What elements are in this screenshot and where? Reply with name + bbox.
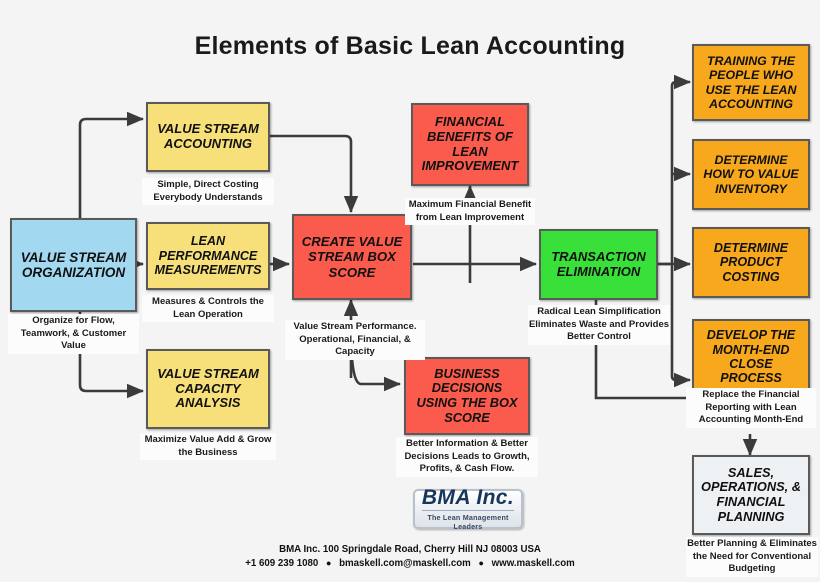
footer-email[interactable]: bmaskell.com@maskell.com xyxy=(339,558,471,570)
footer-contact: +1 609 239 1080 ● bmaskell.com@maskell.c… xyxy=(0,557,820,571)
caption-value-stream-organization: Organize for Flow, Teamwork, & Customer … xyxy=(8,314,139,354)
node-financial-benefits-of-lean-improvement[interactable]: FINANCIAL BENEFITS OF LEAN IMPROVEMENT xyxy=(411,103,529,186)
node-training-the-people[interactable]: TRAINING THE PEOPLE WHO USE THE LEAN ACC… xyxy=(692,44,810,121)
node-determine-how-to-value-inventory[interactable]: DETERMINE HOW TO VALUE INVENTORY xyxy=(692,139,810,210)
node-value-stream-capacity-analysis[interactable]: VALUE STREAM CAPACITY ANALYSIS xyxy=(146,349,270,429)
page-title: Elements of Basic Lean Accounting xyxy=(194,32,626,60)
node-sales-operations-financial-planning[interactable]: SALES, OPERATIONS, & FINANCIAL PLANNING xyxy=(692,455,810,535)
caption-value-stream-capacity-analysis: Maximize Value Add & Grow the Business xyxy=(140,433,276,461)
caption-develop-month-end-close-process: Replace the Financial Reporting with Lea… xyxy=(686,388,816,428)
footer-phone: +1 609 239 1080 xyxy=(245,558,319,570)
node-create-value-stream-box-score[interactable]: CREATE VALUE STREAM BOX SCORE xyxy=(292,214,412,300)
caption-business-decisions-using-the-box-score: Better Information & Better Decisions Le… xyxy=(396,437,538,477)
caption-sales-operations-financial-planning: Better Planning & Eliminates the Need fo… xyxy=(686,537,818,577)
caption-create-value-stream-box-score: Value Stream Performance. Operational, F… xyxy=(285,320,425,360)
footer-address: BMA Inc. 100 Springdale Road, Cherry Hil… xyxy=(0,543,820,557)
caption-value-stream-accounting: Simple, Direct Costing Everybody Underst… xyxy=(142,178,274,206)
node-develop-month-end-close-process[interactable]: DEVELOP THE MONTH-END CLOSE PROCESS xyxy=(692,319,810,395)
logo-tagline: The Lean Management Leaders xyxy=(422,510,514,531)
caption-transaction-elimination: Radical Lean Simplification Eliminates W… xyxy=(528,305,670,345)
node-value-stream-accounting[interactable]: VALUE STREAM ACCOUNTING xyxy=(146,102,270,172)
bullet-separator-icon: ● xyxy=(478,558,484,568)
node-lean-performance-measurements[interactable]: LEAN PERFORMANCE MEASUREMENTS xyxy=(146,222,270,290)
node-value-stream-organization[interactable]: VALUE STREAM ORGANIZATION xyxy=(10,218,137,312)
caption-financial-benefits-of-lean-improvement: Maximum Financial Benefit from Lean Impr… xyxy=(405,198,535,226)
caption-lean-performance-measurements: Measures & Controls the Lean Operation xyxy=(142,295,274,323)
bma-logo: BMA Inc. The Lean Management Leaders xyxy=(413,486,523,531)
node-transaction-elimination[interactable]: TRANSACTION ELIMINATION xyxy=(539,229,658,300)
bullet-separator-icon: ● xyxy=(325,558,332,568)
footer-address-text: BMA Inc. 100 Springdale Road, Cherry Hil… xyxy=(279,544,541,555)
node-business-decisions-using-the-box-score[interactable]: BUSINESS DECISIONS USING THE BOX SCORE xyxy=(404,357,530,435)
footer-website[interactable]: www.maskell.com xyxy=(491,558,575,570)
logo-name: BMA Inc. xyxy=(421,486,515,509)
node-determine-product-costing[interactable]: DETERMINE PRODUCT COSTING xyxy=(692,227,810,298)
